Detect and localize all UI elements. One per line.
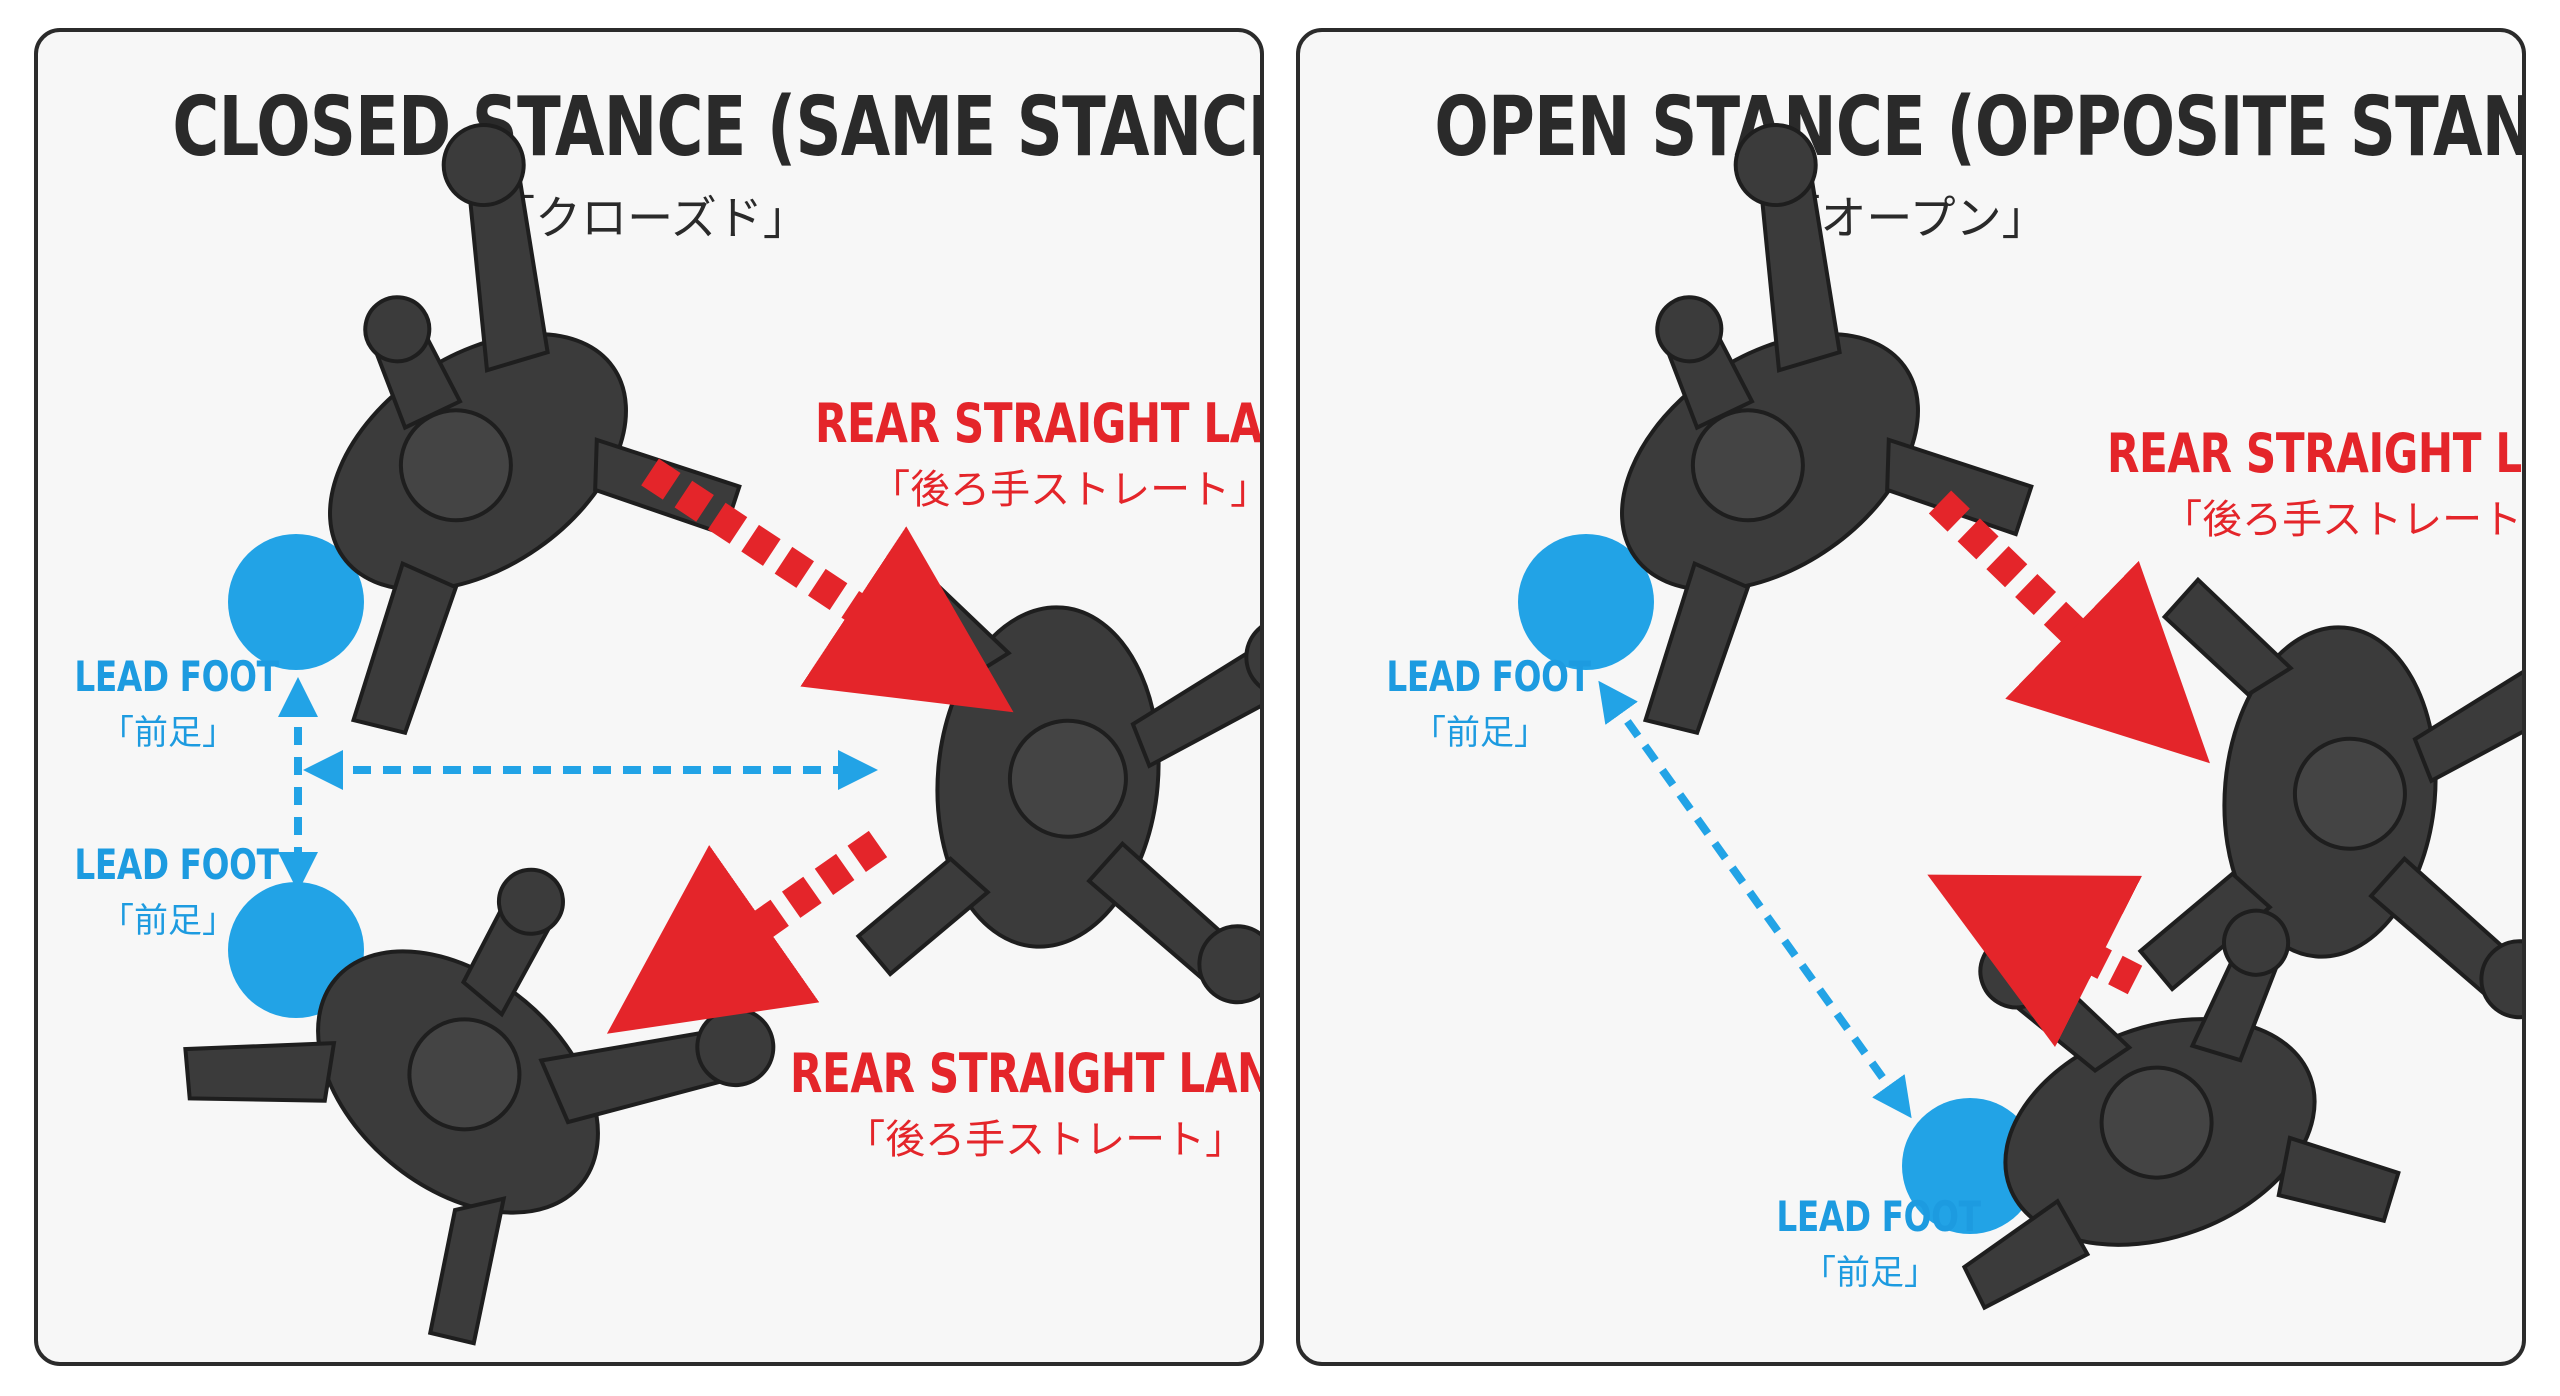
lead-foot-label-top-en: LEAD FOOT — [74, 652, 279, 701]
closed-stance-figure — [183, 123, 1260, 1346]
rear-straight-label-top-jp: 「後ろ手ストレート」 — [870, 467, 1264, 513]
open-rear-straight-arrow-top — [1928, 490, 2210, 764]
rear-straight-label-bottom-jp: 「後ろ手ストレート」 — [845, 1117, 1246, 1163]
open-lead-foot-label-bottom-en: LEAD FOOT — [1776, 1192, 1981, 1241]
lead-foot-label-bottom-en: LEAD FOOT — [74, 840, 279, 889]
lead-foot-label-bottom-jp: 「前足」 — [100, 901, 236, 941]
closed-stance-title: CLOSED STANCE (SAME STANCE) — [172, 80, 1264, 175]
open-stance-panel: OPEN STANCE (OPPOSITE STANCE) 「オープン」 — [1296, 28, 2526, 1366]
lead-foot-label-top-jp: 「前足」 — [100, 713, 236, 753]
lead-foot-label-bottom: LEAD FOOT 「前足」 — [48, 840, 288, 942]
rear-straight-label-bottom-en: REAR STRAIGHT LANE — [789, 1042, 1264, 1105]
open-rear-straight-label-jp: 「後ろ手ストレート」 — [2162, 497, 2526, 543]
open-rear-straight-label-en: REAR STRAIGHT LANE — [2106, 422, 2522, 485]
rear-straight-arrow-bottom — [606, 830, 888, 1034]
lead-foot-label-top: LEAD FOOT 「前足」 — [48, 652, 288, 754]
rear-straight-label-top: REAR STRAIGHT LANE 「後ろ手ストレート」 — [743, 392, 1264, 515]
open-fighter-right-icon — [2137, 576, 2522, 1020]
open-rear-straight-label: REAR STRAIGHT LANE 「後ろ手ストレート」 — [2035, 422, 2526, 545]
closed-stance-panel: CLOSED STANCE (SAME STANCE) 「クローズド」 — [34, 28, 1264, 1366]
open-lead-foot-label-bottom-jp: 「前足」 — [1802, 1253, 1938, 1293]
closed-stance-subtitle: 「クローズド」 — [489, 191, 809, 245]
fighter-top-left-icon — [328, 123, 742, 736]
open-lead-foot-label-left-jp: 「前足」 — [1412, 713, 1548, 753]
rear-straight-label-top-en: REAR STRAIGHT LANE — [814, 392, 1263, 455]
open-stance-title: OPEN STANCE (OPPOSITE STANCE) — [1434, 80, 2522, 175]
open-fighter-top-left-icon — [1620, 123, 2034, 736]
rear-straight-label-bottom: REAR STRAIGHT LANE 「後ろ手ストレート」 — [718, 1042, 1264, 1165]
open-lead-foot-line-diagonal — [1598, 680, 1912, 1119]
rear-straight-arrow-top — [641, 458, 1014, 713]
open-lead-foot-label-left: LEAD FOOT 「前足」 — [1360, 652, 1600, 754]
lead-foot-circle-top — [228, 534, 364, 670]
open-stance-figure — [1518, 123, 2522, 1311]
open-lead-foot-label-bottom: LEAD FOOT 「前足」 — [1750, 1192, 1990, 1294]
open-lead-foot-circle-left — [1518, 534, 1654, 670]
fighter-right-icon — [855, 561, 1260, 1005]
open-lead-foot-label-left-en: LEAD FOOT — [1386, 652, 1591, 701]
open-rear-straight-arrow-bottom — [1927, 874, 2143, 1048]
fighter-bottom-left-icon — [183, 867, 776, 1346]
open-lead-foot-circle-bottom — [1902, 1098, 2038, 1234]
